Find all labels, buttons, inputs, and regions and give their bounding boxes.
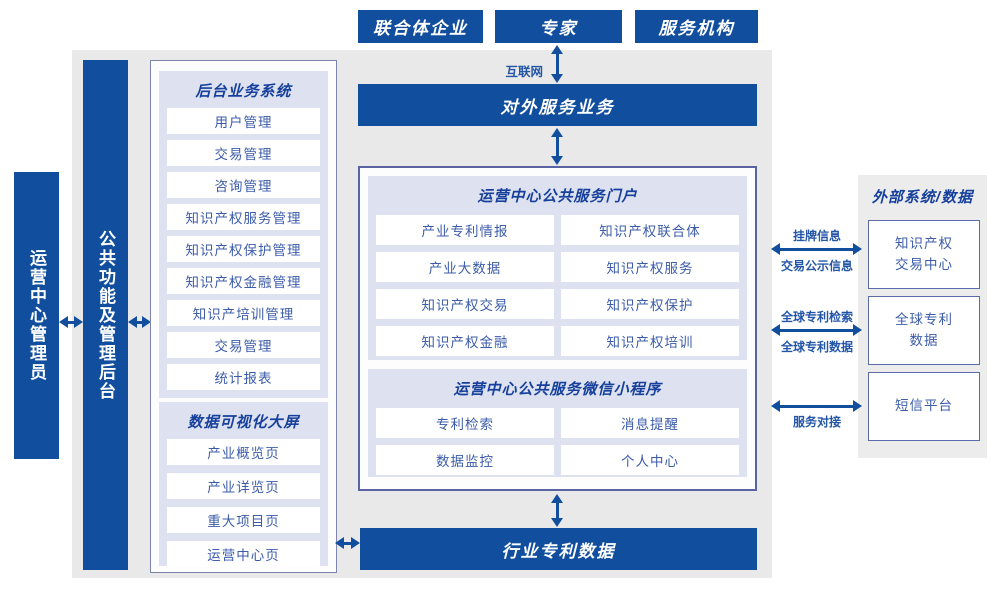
portal-item: 产业专利情报 <box>376 215 554 245</box>
actor-label: 服务机构 <box>658 19 735 38</box>
external-systems-title: 外部系统/数据 <box>871 189 974 206</box>
backend-to-list-double-arrow-icon <box>128 315 151 329</box>
listing-info-double-arrow-icon <box>771 242 862 256</box>
dataviz-item: 产业详览页 <box>167 473 320 499</box>
public-function-backend-bar: 公共功能及管理后台 <box>83 60 128 570</box>
miniapp-item: 个人中心 <box>561 445 739 475</box>
external-box-sms-platform: 短信平台 <box>868 372 980 441</box>
trade-publicity-label: 交易公示信息 <box>780 259 853 273</box>
external-box-ip-trading-center: 知识产权 交易中心 <box>868 220 980 289</box>
external-box-global-patent-data: 全球专利 数据 <box>868 296 980 365</box>
miniapp-grid: 专利检索 消息提醒 数据监控 个人中心 <box>376 408 739 475</box>
service-connect-double-arrow-icon <box>771 399 862 413</box>
external-service-bar: 对外服务业务 <box>358 84 757 126</box>
backend-item: 知识产权服务管理 <box>167 204 320 230</box>
admin-bar-label: 运营中心管理员 <box>27 249 46 382</box>
actor-label: 联合体企业 <box>373 19 468 38</box>
miniapp-panel: 运营中心公共服务微信小程序 专利检索 消息提醒 数据监控 个人中心 <box>368 369 747 477</box>
global-patent-double-arrow-icon <box>771 323 862 337</box>
global-patent-data-label: 全球专利数据 <box>780 340 853 354</box>
backend-item: 咨询管理 <box>167 172 320 198</box>
backend-system-title: 后台业务系统 <box>195 83 292 100</box>
backend-item: 统计报表 <box>167 364 320 390</box>
backend-item: 知识产权保护管理 <box>167 236 320 262</box>
dataviz-panel: 数据可视化大屏 产业概览页 产业详览页 重大项目页 运营中心页 <box>159 402 328 567</box>
dataviz-to-industry-double-arrow-icon <box>335 536 360 550</box>
dataviz-item: 产业概览页 <box>167 439 320 465</box>
backend-item: 交易管理 <box>167 332 320 358</box>
portal-item: 产业大数据 <box>376 252 554 282</box>
actor-box-expert: 专家 <box>495 10 622 43</box>
backend-system-panel: 后台业务系统 用户管理 交易管理 咨询管理 知识产权服务管理 知识产权保护管理 … <box>159 71 328 398</box>
miniapp-item: 专利检索 <box>376 408 554 438</box>
portal-item: 知识产权交易 <box>376 289 554 319</box>
actor-box-consortium-enterprise: 联合体企业 <box>358 10 483 43</box>
backend-item: 知识产权金融管理 <box>167 268 320 294</box>
dataviz-item: 重大项目页 <box>167 507 320 533</box>
admin-to-backend-double-arrow-icon <box>59 315 83 329</box>
backend-system-list: 用户管理 交易管理 咨询管理 知识产权服务管理 知识产权保护管理 知识产权金融管… <box>167 108 320 390</box>
portal-item: 知识产权培训 <box>561 326 739 356</box>
portal-grid: 产业专利情报 知识产权联合体 产业大数据 知识产权服务 知识产权交易 知识产权保… <box>376 215 739 356</box>
dataviz-list: 产业概览页 产业详览页 重大项目页 运营中心页 <box>167 439 320 567</box>
industry-patent-data-bar: 行业专利数据 <box>360 528 757 570</box>
dataviz-item: 运营中心页 <box>167 541 320 567</box>
external-service-label: 对外服务业务 <box>500 97 615 117</box>
miniapp-item: 消息提醒 <box>561 408 739 438</box>
portal-panel: 运营中心公共服务门户 产业专利情报 知识产权联合体 产业大数据 知识产权服务 知… <box>368 176 747 360</box>
service-connect-label: 服务对接 <box>792 415 841 429</box>
dataviz-title: 数据可视化大屏 <box>187 414 300 431</box>
service-to-portal-double-arrow-icon <box>550 128 564 165</box>
backend-bar-label: 公共功能及管理后台 <box>96 229 115 401</box>
portal-item: 知识产权金融 <box>376 326 554 356</box>
internet-label: 互联网 <box>505 65 543 79</box>
operation-center-admin-bar: 运营中心管理员 <box>14 172 59 459</box>
actor-label: 专家 <box>539 19 578 38</box>
actor-box-service-agency: 服务机构 <box>635 10 758 43</box>
listing-info-label: 挂牌信息 <box>792 229 841 243</box>
portal-item: 知识产权服务 <box>561 252 739 282</box>
portal-item: 知识产权保护 <box>561 289 739 319</box>
global-patent-search-label: 全球专利检索 <box>780 310 853 324</box>
portal-to-industry-double-arrow-icon <box>550 494 564 527</box>
operation-center-box: 运营中心公共服务门户 产业专利情报 知识产权联合体 产业大数据 知识产权服务 知… <box>358 166 757 491</box>
backend-item: 交易管理 <box>167 140 320 166</box>
industry-patent-data-label: 行业专利数据 <box>501 541 616 561</box>
miniapp-item: 数据监控 <box>376 445 554 475</box>
miniapp-panel-title: 运营中心公共服务微信小程序 <box>453 381 662 398</box>
portal-panel-title: 运营中心公共服务门户 <box>477 188 638 205</box>
backend-item: 知识产培训管理 <box>167 300 320 326</box>
internet-double-arrow-icon <box>550 45 564 83</box>
backend-item: 用户管理 <box>167 108 320 134</box>
portal-item: 知识产权联合体 <box>561 215 739 245</box>
backoffice-box: 后台业务系统 用户管理 交易管理 咨询管理 知识产权服务管理 知识产权保护管理 … <box>150 60 337 573</box>
